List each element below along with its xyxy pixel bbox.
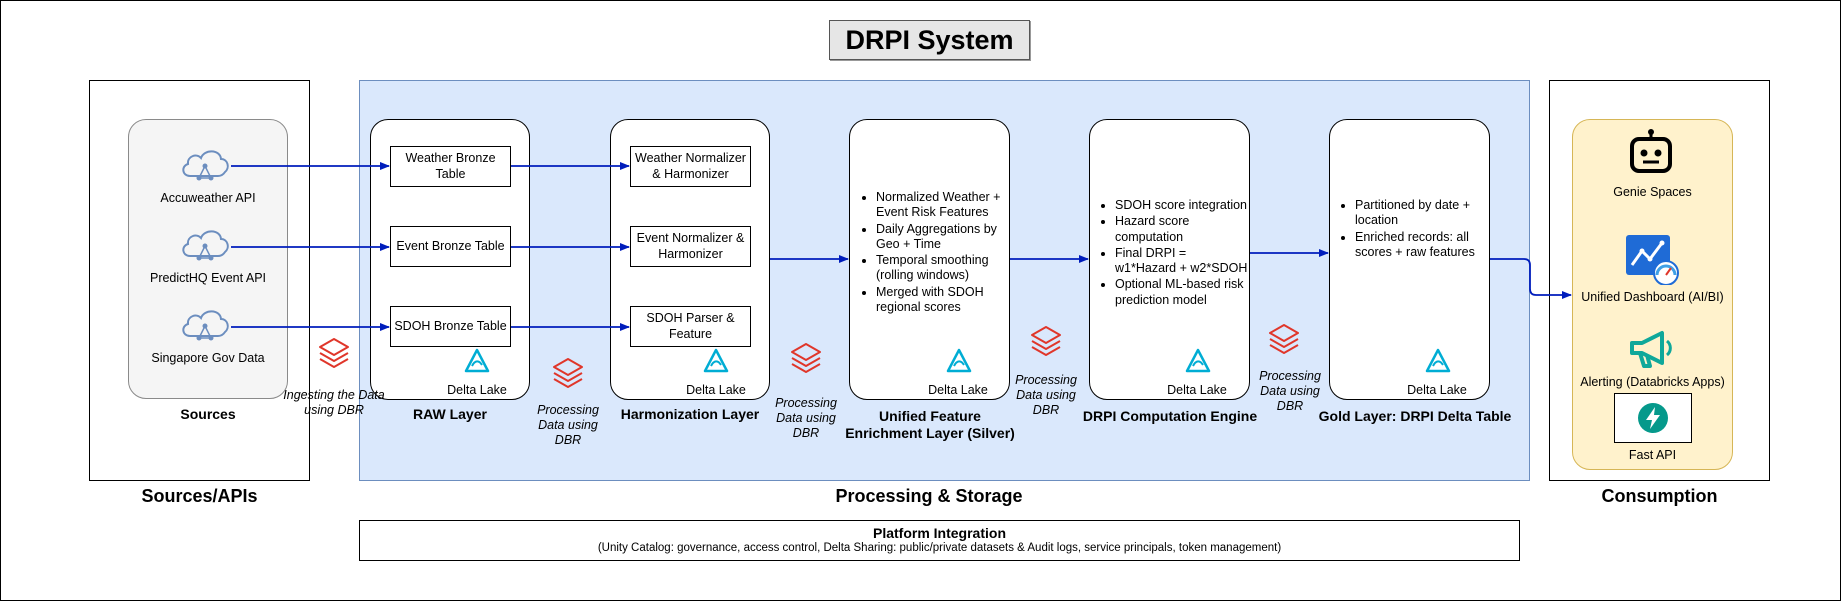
- process-dbr-label: Processing Data using DBR: [537, 403, 599, 447]
- cloud-api-icon: [178, 306, 232, 344]
- engine-bullet: SDOH score integration: [1115, 198, 1248, 213]
- delta-lake-icon: [1185, 348, 1211, 374]
- gold-bullet: Enriched records: all scores + raw featu…: [1355, 230, 1488, 261]
- harmonization-layer-caption: Harmonization Layer: [620, 406, 760, 422]
- process-dbr-label: Processing Data using DBR: [775, 396, 837, 440]
- databricks-icon: [1029, 324, 1063, 358]
- unified-dashboard-label: Unified Dashboard (AI/BI): [1581, 290, 1724, 304]
- source-label-predicthq: PredictHQ Event API: [149, 271, 267, 285]
- silver-bullet: Normalized Weather + Event Risk Features: [876, 190, 1007, 221]
- diagram-title: DRPI System: [829, 20, 1030, 60]
- ingest-dbr-label: Ingesting the Data using DBR: [283, 388, 385, 417]
- engine-bullet: Final DRPI = w1*Hazard + w2*SDOH: [1115, 246, 1248, 277]
- engine-layer-container: [1089, 119, 1250, 400]
- weather-normalizer: Weather Normalizer & Harmonizer: [630, 146, 751, 187]
- sdoh-parser: SDOH Parser & Feature: [630, 306, 751, 347]
- databricks-icon: [551, 356, 585, 390]
- gold-layer-caption: Gold Layer: DRPI Delta Table: [1318, 408, 1512, 424]
- platform-title: Platform Integration: [872, 525, 1006, 541]
- event-normalizer: Event Normalizer & Harmonizer: [630, 226, 751, 267]
- delta-lake-icon: [946, 348, 972, 374]
- robot-icon: [1628, 128, 1674, 176]
- delta-lake-icon: [1425, 348, 1451, 374]
- delta-lake-icon: [464, 348, 490, 374]
- genie-spaces-label: Genie Spaces: [1613, 185, 1692, 199]
- section-sources-caption: Sources/APIs: [141, 486, 258, 506]
- delta-lake-label: Delta Lake: [1407, 383, 1467, 397]
- platform-integration-box: Platform Integration (Unity Catalog: gov…: [359, 520, 1520, 561]
- silver-layer-container: [849, 119, 1010, 400]
- silver-feature-list: Normalized Weather + Event Risk Features…: [861, 190, 1007, 316]
- cloud-api-icon: [178, 146, 232, 184]
- weather-bronze-table: Weather Bronze Table: [390, 146, 511, 187]
- engine-layer-caption: DRPI Computation Engine: [1082, 408, 1258, 424]
- consumption-container: [1572, 119, 1733, 470]
- databricks-icon: [789, 341, 823, 375]
- delta-lake-label: Delta Lake: [447, 383, 507, 397]
- platform-subtitle: (Unity Catalog: governance, access contr…: [597, 542, 1282, 554]
- alerting-label: Alerting (Databricks Apps): [1580, 375, 1725, 389]
- fastapi-icon: [1637, 402, 1669, 434]
- sdoh-bronze-table: SDOH Bronze Table: [390, 306, 511, 347]
- cloud-api-icon: [178, 226, 232, 264]
- source-label-singapore-gov: Singapore Gov Data: [151, 351, 265, 365]
- delta-lake-label: Delta Lake: [928, 383, 988, 397]
- delta-lake-label: Delta Lake: [1167, 383, 1227, 397]
- section-processing-caption: Processing & Storage: [835, 486, 1023, 506]
- silver-layer-caption: Unified Feature Enrichment Layer (Silver…: [845, 408, 1015, 441]
- event-bronze-table: Event Bronze Table: [390, 226, 511, 267]
- section-consumption-caption: Consumption: [1601, 486, 1718, 506]
- databricks-icon: [1267, 322, 1301, 356]
- sources-caption: Sources: [180, 406, 236, 422]
- arrow-gold-to-consumption: [1490, 258, 1572, 299]
- delta-lake-label: Delta Lake: [686, 383, 746, 397]
- fastapi-label: Fast API: [1628, 448, 1677, 462]
- silver-bullet: Daily Aggregations by Geo + Time: [876, 222, 1007, 253]
- delta-lake-icon: [703, 348, 729, 374]
- gold-bullet: Partitioned by date + location: [1355, 198, 1488, 229]
- databricks-icon: [317, 336, 351, 370]
- process-dbr-label: Processing Data using DBR: [1259, 369, 1321, 413]
- silver-bullet: Temporal smoothing (rolling windows): [876, 253, 1007, 284]
- engine-feature-list: SDOH score integration Hazard score comp…: [1100, 198, 1248, 309]
- source-label-accuweather: Accuweather API: [160, 191, 256, 205]
- engine-bullet: Optional ML-based risk prediction model: [1115, 277, 1248, 308]
- raw-layer-caption: RAW Layer: [413, 406, 487, 422]
- engine-bullet: Hazard score computation: [1115, 214, 1248, 245]
- gold-feature-list: Partitioned by date + location Enriched …: [1340, 198, 1488, 261]
- process-dbr-label: Processing Data using DBR: [1015, 373, 1077, 417]
- megaphone-icon: [1628, 328, 1676, 370]
- gold-layer-container: [1329, 119, 1490, 400]
- silver-bullet: Merged with SDOH regional scores: [876, 285, 1007, 316]
- dashboard-icon: [1624, 233, 1680, 285]
